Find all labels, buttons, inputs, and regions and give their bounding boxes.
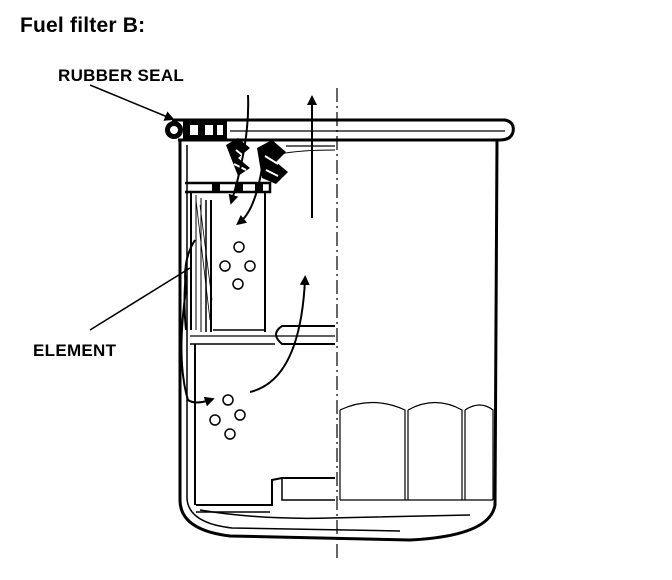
center-tube-upper (213, 192, 266, 332)
leader-lines (89, 84, 191, 331)
canister-inner-wall (186, 145, 401, 532)
flow-arrows (180, 94, 317, 407)
rubber-seal (165, 120, 227, 140)
sediment-bowls (339, 401, 494, 501)
outlet-pipe (190, 325, 335, 345)
rubber-seal-label: RUBBER SEAL (58, 66, 185, 85)
element-top-flange (185, 181, 272, 194)
canister-body (178, 139, 499, 542)
lower-chamber (190, 343, 275, 505)
bottom-fitting (196, 477, 335, 513)
top-plate (172, 118, 515, 142)
filter-element (183, 192, 213, 332)
diagram-title: Fuel filter B: (20, 14, 146, 37)
element-label: ELEMENT (33, 341, 117, 360)
